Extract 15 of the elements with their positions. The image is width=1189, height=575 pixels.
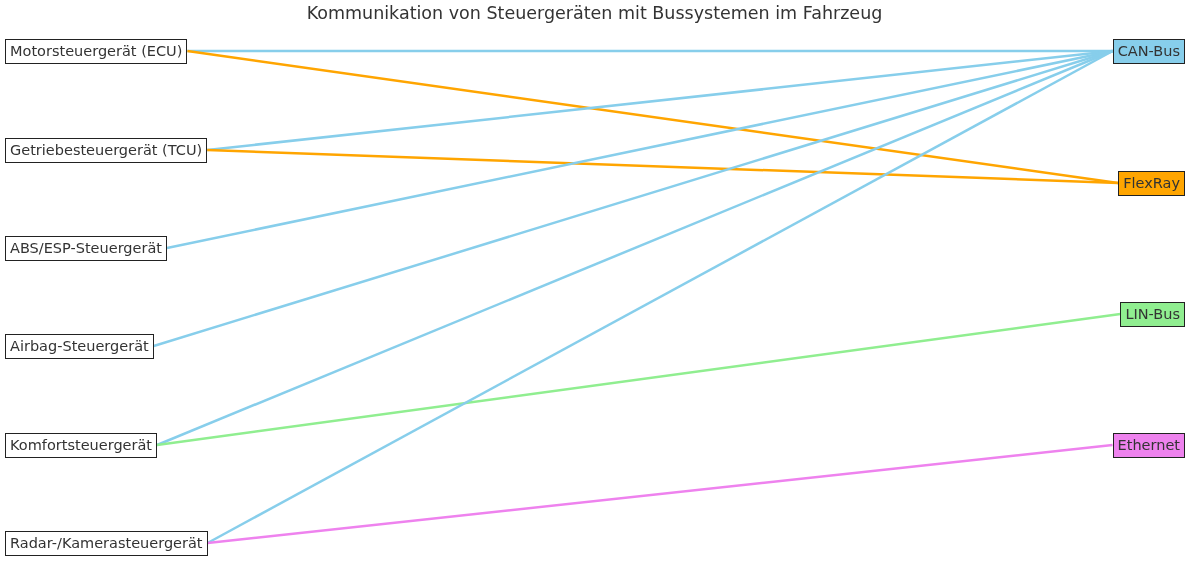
connector-line (156, 312, 1121, 447)
diagram-title: Kommunikation von Steuergeräten mit Bussystemen im Fahrzeug (305, 3, 884, 23)
control-unit-box: Motorsteuergerät (ECU) (5, 38, 188, 64)
control-unit-box: Airbag-Steuergerät (5, 333, 154, 359)
bus-box: LIN-Bus (1120, 301, 1185, 327)
connector-line (187, 49, 1119, 185)
control-unit-box: ABS/ESP-Steuergerät (5, 235, 167, 261)
connector-line (207, 148, 1119, 185)
bus-box: Ethernet (1112, 432, 1185, 458)
control-unit-box: Komfortsteuergerät (5, 432, 158, 458)
control-unit-box: Getriebesteuergerät (TCU) (5, 137, 208, 163)
control-unit-box: Radar-/Kamerasteuergerät (5, 530, 208, 556)
bus-box: FlexRay (1118, 170, 1185, 196)
connector-line (207, 443, 1113, 545)
bus-box: CAN-Bus (1112, 38, 1185, 64)
